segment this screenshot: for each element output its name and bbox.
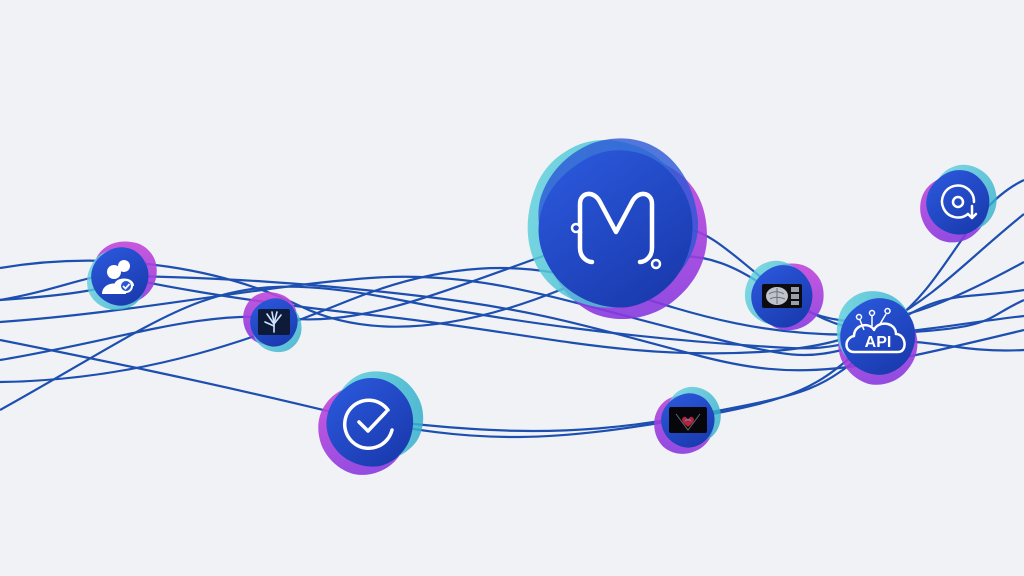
- users-check-icon: [102, 260, 134, 294]
- disc-download-icon: [940, 184, 978, 220]
- m-logo-icon: [570, 191, 662, 270]
- check-circle-icon: [342, 398, 394, 451]
- api-node[interactable]: API: [820, 276, 932, 399]
- hand-xray-icon: [258, 309, 290, 335]
- logo-node[interactable]: [494, 109, 741, 352]
- xray-node[interactable]: [233, 281, 307, 357]
- download-node[interactable]: [906, 155, 1006, 256]
- api-cloud-icon: API: [845, 307, 906, 354]
- check-node[interactable]: [301, 353, 441, 491]
- brain-mri-icon: [762, 284, 802, 308]
- connection-line: [129, 274, 1024, 372]
- api-label: API: [865, 334, 892, 351]
- heart-ultrasound-icon: [669, 407, 707, 433]
- connection-line: [0, 179, 1024, 411]
- users-node[interactable]: [77, 227, 170, 319]
- ultrasound-node[interactable]: [642, 378, 730, 465]
- mri-node[interactable]: [737, 248, 838, 344]
